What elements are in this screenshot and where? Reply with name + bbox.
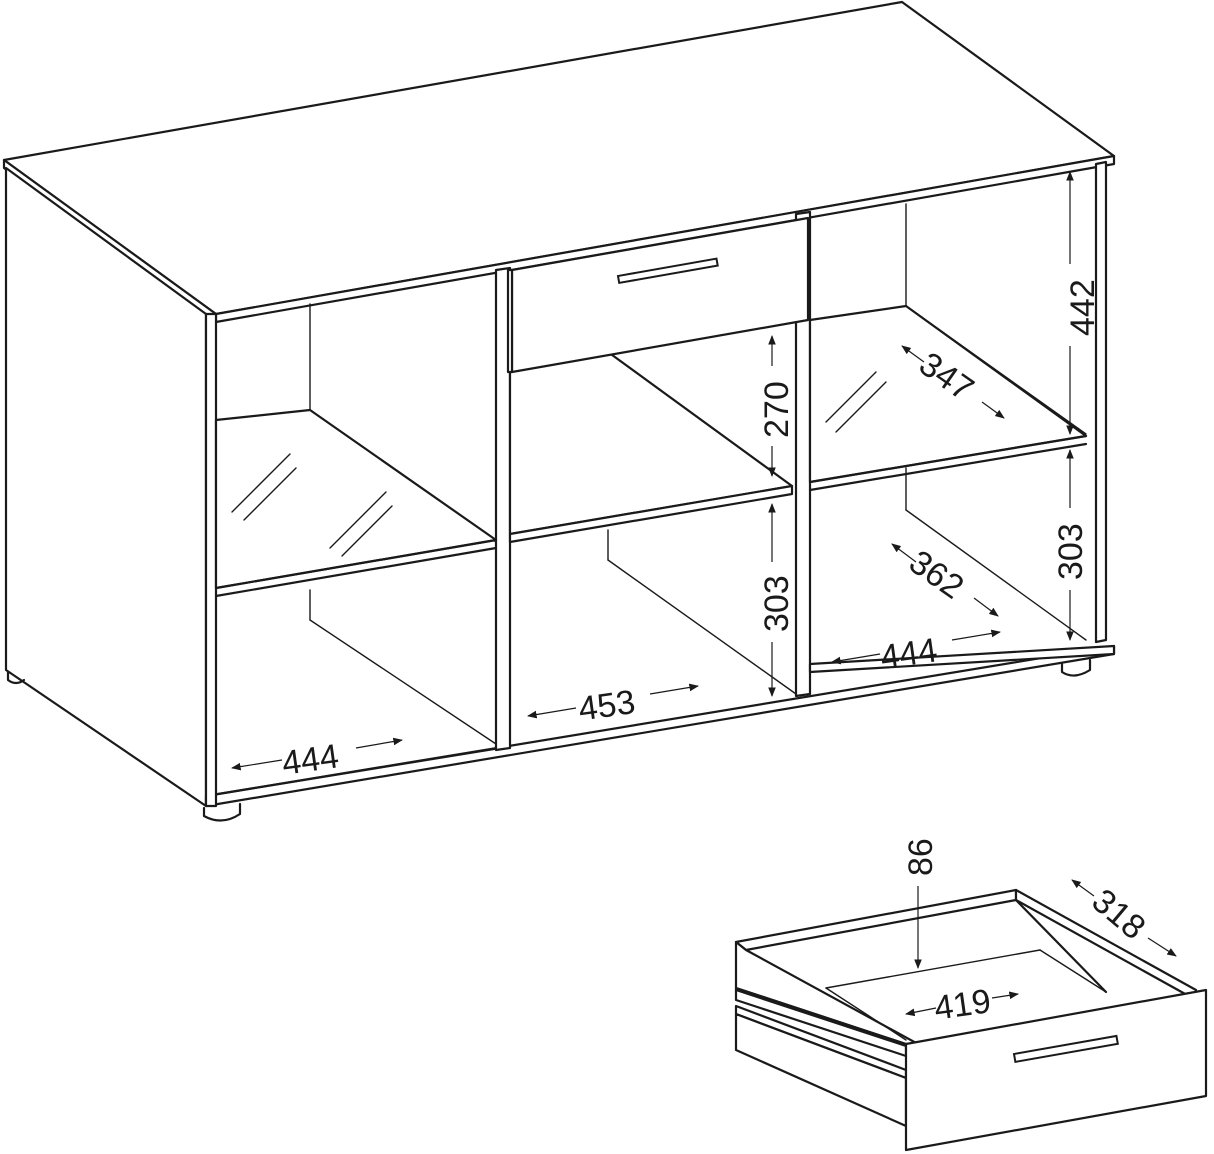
- cabinet-foot-left-back: [6, 670, 26, 685]
- dim-right-height-lower: 303: [1052, 523, 1090, 580]
- drawer-dimension-lines: 86 318 419: [902, 838, 1177, 1028]
- glass-shelf-left: [214, 408, 498, 590]
- dim-right-height-upper: 442: [1064, 279, 1102, 336]
- cabinet-foot-right: [1060, 658, 1092, 677]
- left-front-frame: [204, 312, 218, 808]
- cabinet: [2, 0, 1116, 822]
- dim-middle-width: 453: [576, 683, 637, 729]
- cabinet-bottom: [204, 644, 1116, 808]
- drawer-front-handle: [1012, 1034, 1119, 1064]
- glass-reflection-icon: [825, 371, 887, 433]
- cabinet-right-side: [1094, 160, 1108, 644]
- cabinet-foot-left-front: [202, 802, 242, 822]
- dim-left-width: 444: [280, 737, 341, 783]
- shelf-middle: [508, 350, 794, 536]
- dim-drawer-height: 86: [902, 838, 940, 876]
- drawer-front: [904, 988, 1208, 1152]
- dim-right-width: 444: [878, 631, 939, 677]
- drawer-back: [734, 888, 1018, 952]
- glass-reflection-icon: [231, 453, 393, 557]
- dim-drawer-width: 419: [932, 982, 993, 1028]
- dim-middle-height-lower: 303: [758, 575, 796, 632]
- divider-right: [794, 210, 812, 698]
- dim-middle-height-upper: 270: [758, 381, 796, 438]
- divider-left: [494, 266, 512, 752]
- drawer-handle: [616, 257, 719, 285]
- drawer-open: [734, 888, 1208, 1152]
- dim-right-depth-lower: 362: [902, 543, 970, 607]
